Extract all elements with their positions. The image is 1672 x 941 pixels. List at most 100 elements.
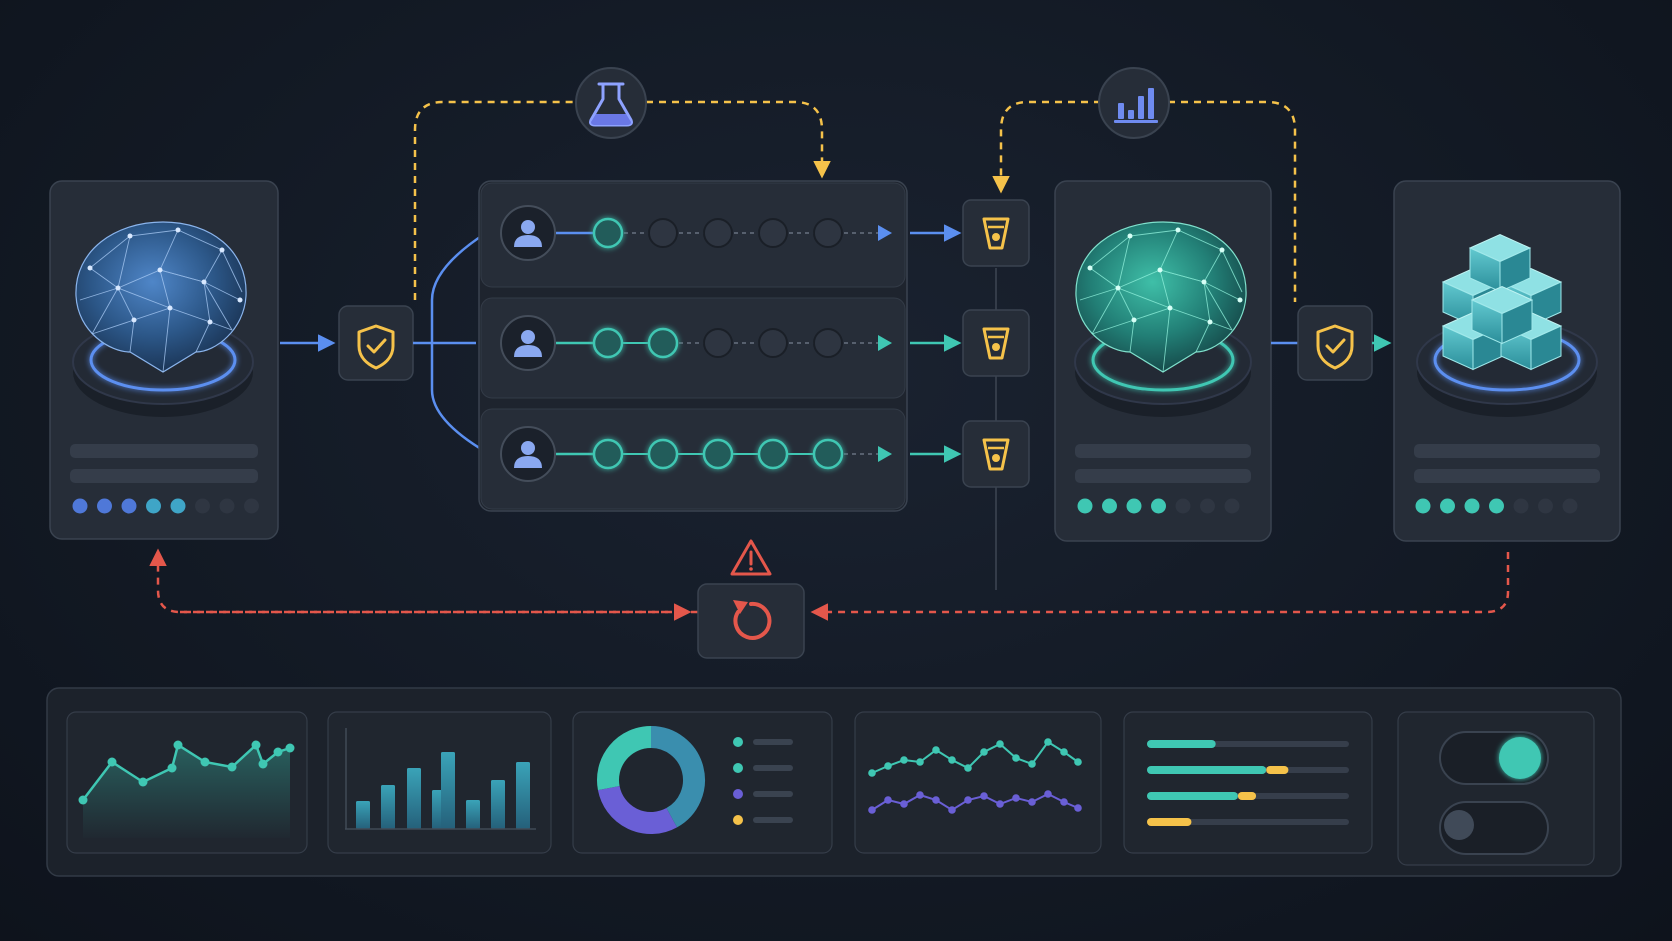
data-point <box>1028 760 1036 768</box>
avatar[interactable] <box>500 426 556 482</box>
step-node <box>648 218 678 248</box>
status-dot <box>1440 498 1455 514</box>
cube <box>1468 233 1532 293</box>
shield-check-gate-2[interactable] <box>1297 305 1373 381</box>
status-dot <box>1464 498 1480 514</box>
data-point <box>980 748 988 756</box>
placeholder-line <box>70 444 258 458</box>
lanes-panel <box>478 180 908 512</box>
placeholder-line <box>1075 469 1251 483</box>
step-node <box>812 438 844 470</box>
data-point <box>948 756 956 764</box>
shield-check-icon <box>1316 324 1354 370</box>
step-node <box>758 328 788 358</box>
legend-dot <box>733 789 743 799</box>
area-chart-widget[interactable] <box>66 711 308 854</box>
legend-dot <box>733 815 743 825</box>
step-node <box>592 438 624 470</box>
data-point <box>916 758 924 766</box>
status-dot <box>1415 498 1431 514</box>
cube-stack-icon <box>1416 233 1598 417</box>
shield-check-icon <box>357 324 395 370</box>
gates <box>962 199 1030 488</box>
lane-arrowhead <box>878 446 892 462</box>
cup-gate-icon <box>982 217 1010 250</box>
experiment-loop <box>413 100 831 300</box>
avatar[interactable] <box>500 205 556 261</box>
step-node <box>703 328 733 358</box>
data-point <box>258 759 268 769</box>
experiment-node[interactable] <box>575 67 647 139</box>
data-point <box>996 740 1004 748</box>
lanes <box>500 205 962 482</box>
metrics-loop <box>992 100 1297 302</box>
step-node <box>758 218 788 248</box>
data-point <box>1044 738 1052 746</box>
area-fill <box>83 745 290 838</box>
rollback-loop <box>149 548 1510 621</box>
data-point <box>884 762 892 770</box>
flask-icon <box>589 82 633 127</box>
lane-1 <box>500 205 962 261</box>
gate-2[interactable] <box>962 309 1030 377</box>
status-dots <box>1077 498 1240 514</box>
status-dot <box>121 498 137 514</box>
toggle-off[interactable] <box>1439 801 1549 855</box>
status-dot <box>146 498 161 514</box>
gate-3[interactable] <box>962 420 1030 488</box>
cup-gate-icon <box>982 438 1010 471</box>
bar <box>441 752 455 829</box>
data-point <box>1060 748 1068 756</box>
user-icon <box>514 220 542 247</box>
status-dot <box>1562 498 1578 514</box>
status-dot <box>195 498 210 514</box>
shield-check-gate-1[interactable] <box>338 305 414 381</box>
data-point <box>964 764 972 772</box>
target-model-card[interactable] <box>1054 180 1272 542</box>
data-point <box>167 763 177 773</box>
step-node <box>703 218 733 248</box>
data-point <box>884 796 892 804</box>
source-model-card[interactable] <box>49 180 279 540</box>
avatar[interactable] <box>500 315 556 371</box>
step-node <box>813 218 843 248</box>
bar-chart-widget[interactable] <box>327 711 552 854</box>
data-point <box>980 792 988 800</box>
data-point <box>916 791 924 799</box>
bar-chart-icon <box>1114 88 1158 123</box>
branch-connectors <box>413 231 487 454</box>
lane-arrowhead <box>878 225 892 241</box>
metrics-node[interactable] <box>1098 67 1170 139</box>
data-point <box>285 743 295 753</box>
data-point <box>948 806 956 814</box>
output-card[interactable] <box>1393 180 1621 542</box>
data-point <box>868 806 876 814</box>
data-point <box>1012 794 1020 802</box>
rollback-button[interactable] <box>697 583 805 659</box>
progress-bar <box>1147 740 1349 748</box>
status-dot <box>1538 498 1553 514</box>
bar <box>381 785 395 829</box>
lane-2 <box>500 315 962 371</box>
placeholder-line <box>1414 469 1600 483</box>
legend-line <box>753 765 793 771</box>
data-point <box>227 762 237 772</box>
placeholder-line <box>70 469 258 483</box>
status-dot <box>1175 498 1191 514</box>
legend-line <box>753 739 793 745</box>
placeholder-line <box>1414 444 1600 458</box>
progress-bars-widget[interactable] <box>1123 711 1373 854</box>
legend-line <box>753 791 793 797</box>
status-dots <box>72 498 259 514</box>
dual-line-chart-widget[interactable] <box>854 711 1102 854</box>
user-icon <box>514 330 542 357</box>
status-dot <box>72 498 88 514</box>
donut-chart-widget[interactable] <box>572 711 833 854</box>
bar <box>516 762 530 829</box>
progress-bar <box>1147 818 1349 826</box>
data-point <box>1044 790 1052 798</box>
toggle-on[interactable] <box>1439 731 1549 785</box>
gate-1[interactable] <box>962 199 1030 267</box>
step-node <box>592 327 624 359</box>
